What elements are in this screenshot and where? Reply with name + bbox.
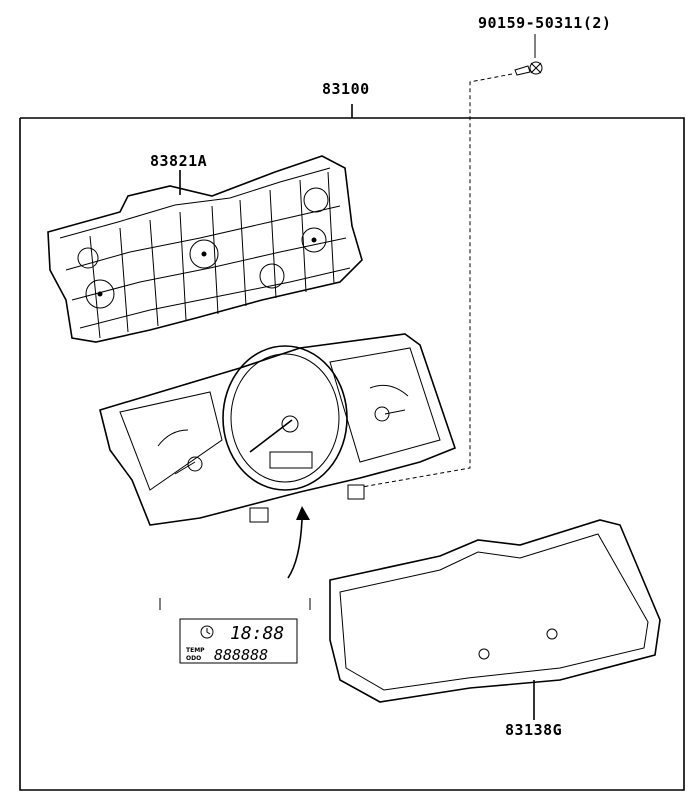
odometer-readout: 888888 — [214, 646, 268, 664]
odo-label: ODO — [186, 655, 201, 662]
part-label-lens: 83138G — [505, 721, 562, 739]
display-inset: 18:88 TEMP ODO 888888 — [179, 618, 298, 664]
clock-icon — [200, 625, 214, 639]
part-label-assembly: 83100 — [322, 80, 370, 98]
clock-readout: 18:88 — [230, 623, 284, 644]
meter-cluster — [99, 333, 457, 526]
arrow-shaft — [287, 519, 303, 579]
arrow-head-icon — [296, 506, 310, 520]
temp-label: TEMP — [186, 647, 205, 654]
rear-housing — [47, 155, 363, 343]
cluster-lens — [329, 519, 661, 703]
screw-icon — [514, 34, 543, 76]
part-label-housing: 83821A — [150, 152, 207, 170]
part-label-screw: 90159-50311(2) — [478, 14, 611, 32]
assembly-frame — [19, 104, 685, 791]
screw-leader-dashed — [361, 73, 513, 488]
